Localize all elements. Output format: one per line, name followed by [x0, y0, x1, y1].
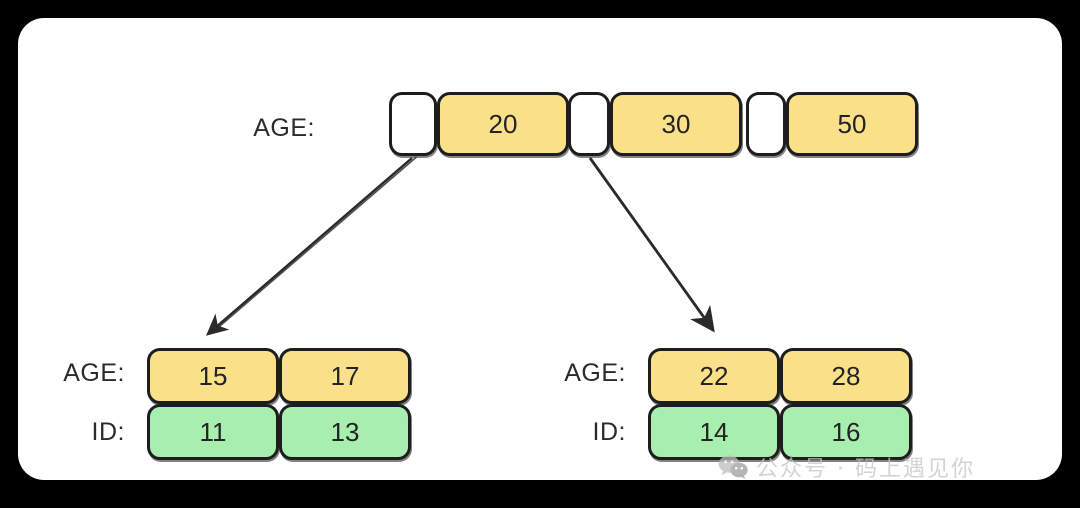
leaf-left-age-0[interactable]: 15 [147, 348, 279, 404]
leaf-right-age-label: AGE: [564, 359, 626, 387]
root-pointer-2[interactable] [746, 92, 786, 156]
leaf-left-id-label: ID: [91, 418, 125, 446]
root-key-30[interactable]: 30 [610, 92, 742, 156]
leaf-left-age-label: AGE: [63, 359, 125, 387]
root-pointer-1[interactable] [568, 92, 610, 156]
leaf-right-id-label: ID: [592, 418, 626, 446]
diagram-card: AGE: 20 30 50 AGE: ID: 15 17 11 13 AGE: … [18, 18, 1062, 480]
watermark: 公众号 · 码上遇见你 [718, 451, 975, 480]
leaf-right-age-0[interactable]: 22 [648, 348, 780, 404]
watermark-text: 公众号 · 码上遇见你 [756, 457, 975, 480]
leaf-left-age-1[interactable]: 17 [279, 348, 411, 404]
root-key-20[interactable]: 20 [437, 92, 569, 156]
root-age-label: AGE: [253, 114, 315, 142]
wechat-icon [718, 455, 748, 480]
nodes-layer: AGE: 20 30 50 AGE: ID: 15 17 11 13 AGE: … [18, 18, 1062, 480]
leaf-right-age-1[interactable]: 28 [780, 348, 912, 404]
leaf-left-id-1[interactable]: 13 [279, 404, 411, 460]
leaf-left-id-0[interactable]: 11 [147, 404, 279, 460]
root-pointer-0[interactable] [389, 92, 437, 156]
leaf-right-id-0[interactable]: 14 [648, 404, 780, 460]
leaf-right-id-1[interactable]: 16 [780, 404, 912, 460]
root-key-50[interactable]: 50 [786, 92, 918, 156]
